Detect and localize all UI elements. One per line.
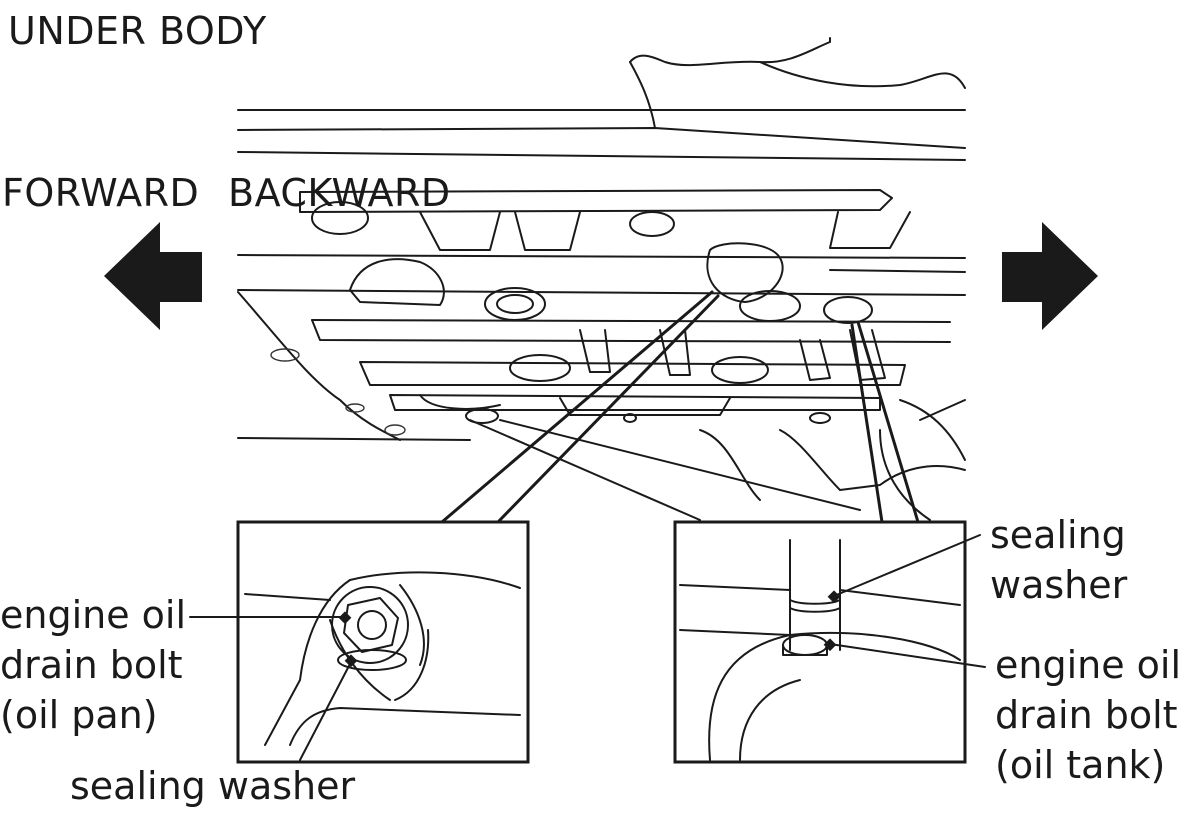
left-bolt-label-line1: engine oil	[0, 593, 187, 637]
arrow-right-icon	[1002, 222, 1098, 330]
right-bolt-label-line2: drain bolt	[995, 693, 1178, 737]
left-washer-label: sealing washer	[70, 764, 356, 808]
left-bolt-label-line2: drain bolt	[0, 643, 183, 687]
right-bolt-label-line3: (oil tank)	[995, 743, 1166, 787]
left-bolt-label-line3: (oil pan)	[0, 693, 158, 737]
vehicle-upper-outline	[237, 37, 966, 161]
diagram-title: UNDER BODY	[8, 9, 267, 53]
callout-wedges	[440, 290, 920, 524]
vehicle-underbody	[237, 189, 966, 521]
detail-box-oil-pan	[189, 520, 530, 764]
forward-label: FORWARD	[2, 171, 200, 215]
right-washer-label-line2: washer	[990, 563, 1128, 607]
right-washer-label-line1: sealing	[990, 513, 1126, 557]
arrow-left-icon	[104, 222, 202, 330]
detail-box-oil-tank	[673, 520, 986, 764]
right-bolt-label-line1: engine oil	[995, 643, 1182, 687]
backward-label: BACKWARD	[228, 171, 451, 215]
